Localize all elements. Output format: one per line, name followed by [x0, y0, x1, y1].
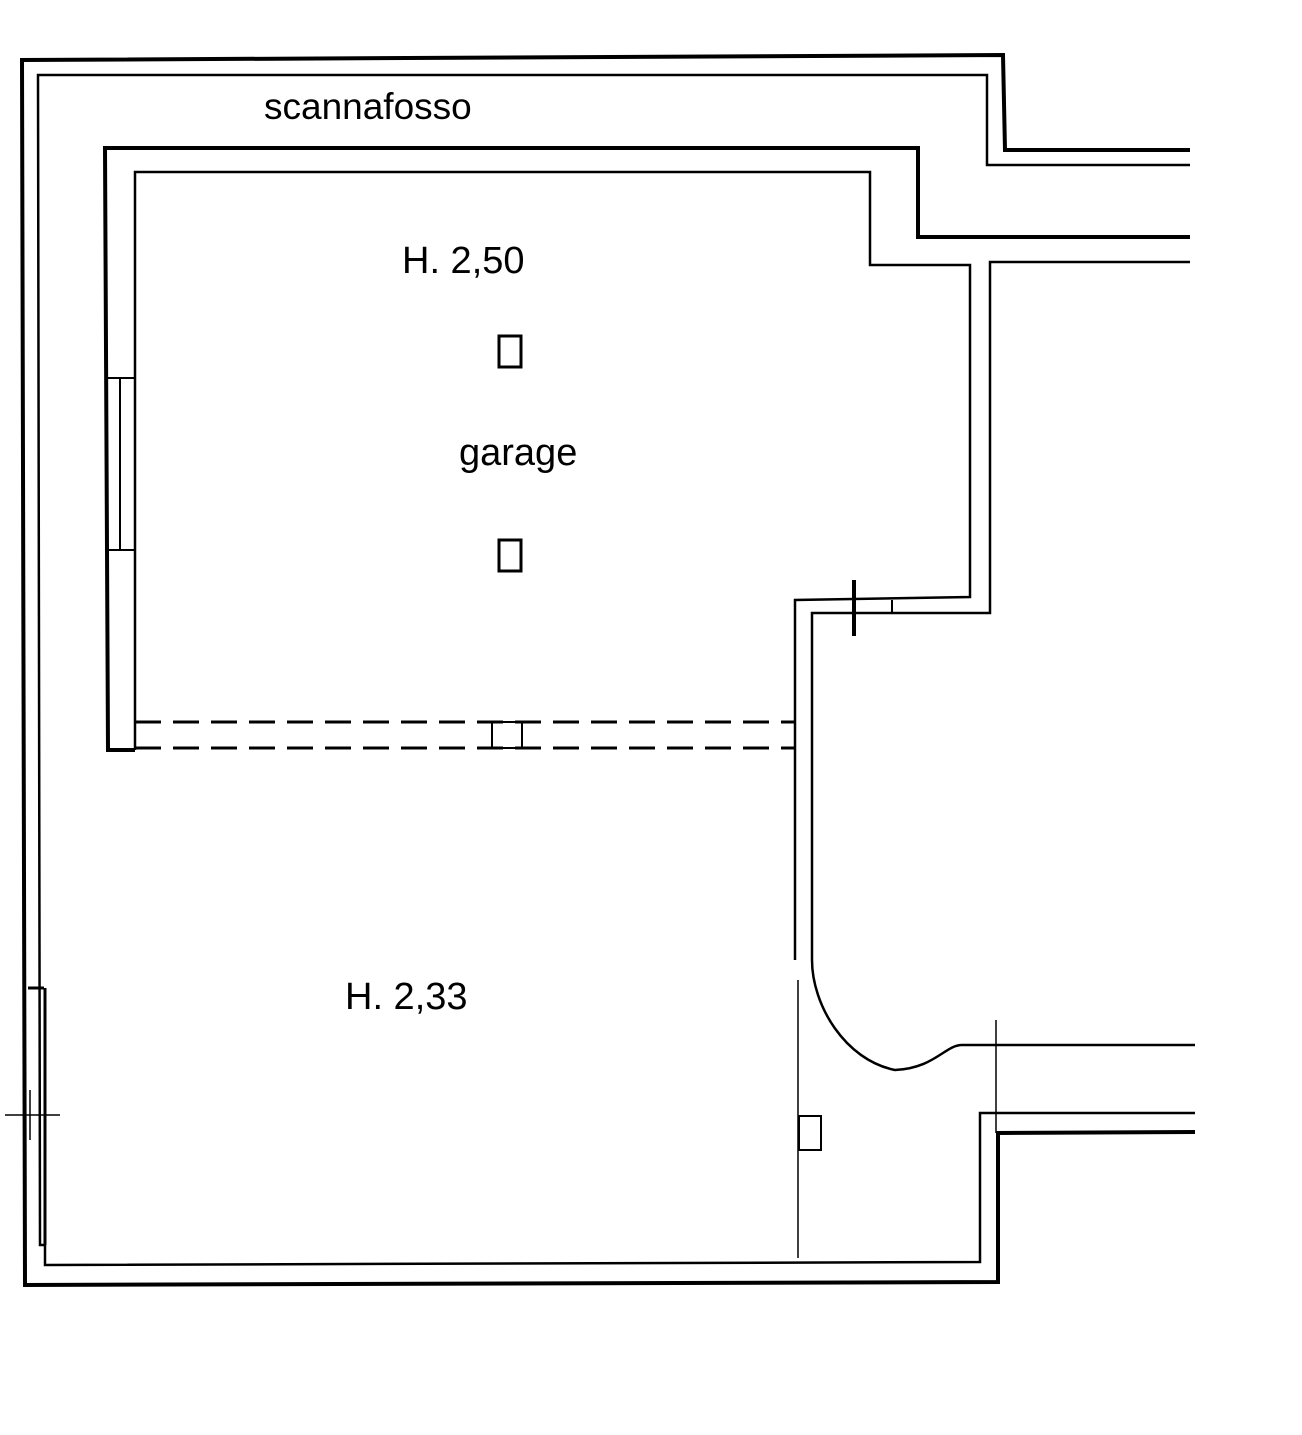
height-upper-label: H. 2,50 — [402, 240, 525, 282]
scannafosso-label: scannafosso — [264, 86, 472, 127]
pillar-lower — [798, 1115, 822, 1151]
door-mark — [852, 580, 893, 636]
height-lower-label: H. 2,33 — [345, 976, 468, 1018]
pillar-middle — [497, 538, 523, 573]
cross-mark — [5, 1090, 60, 1140]
room-name-label: garage — [459, 432, 578, 474]
garage-door-dashed — [135, 720, 795, 750]
inner-scannafosso-wall — [102, 146, 1195, 1072]
pillar-upper — [497, 334, 523, 369]
pillar-door — [491, 721, 523, 749]
garage-window — [108, 377, 135, 551]
outer-wall — [19, 52, 1196, 1288]
